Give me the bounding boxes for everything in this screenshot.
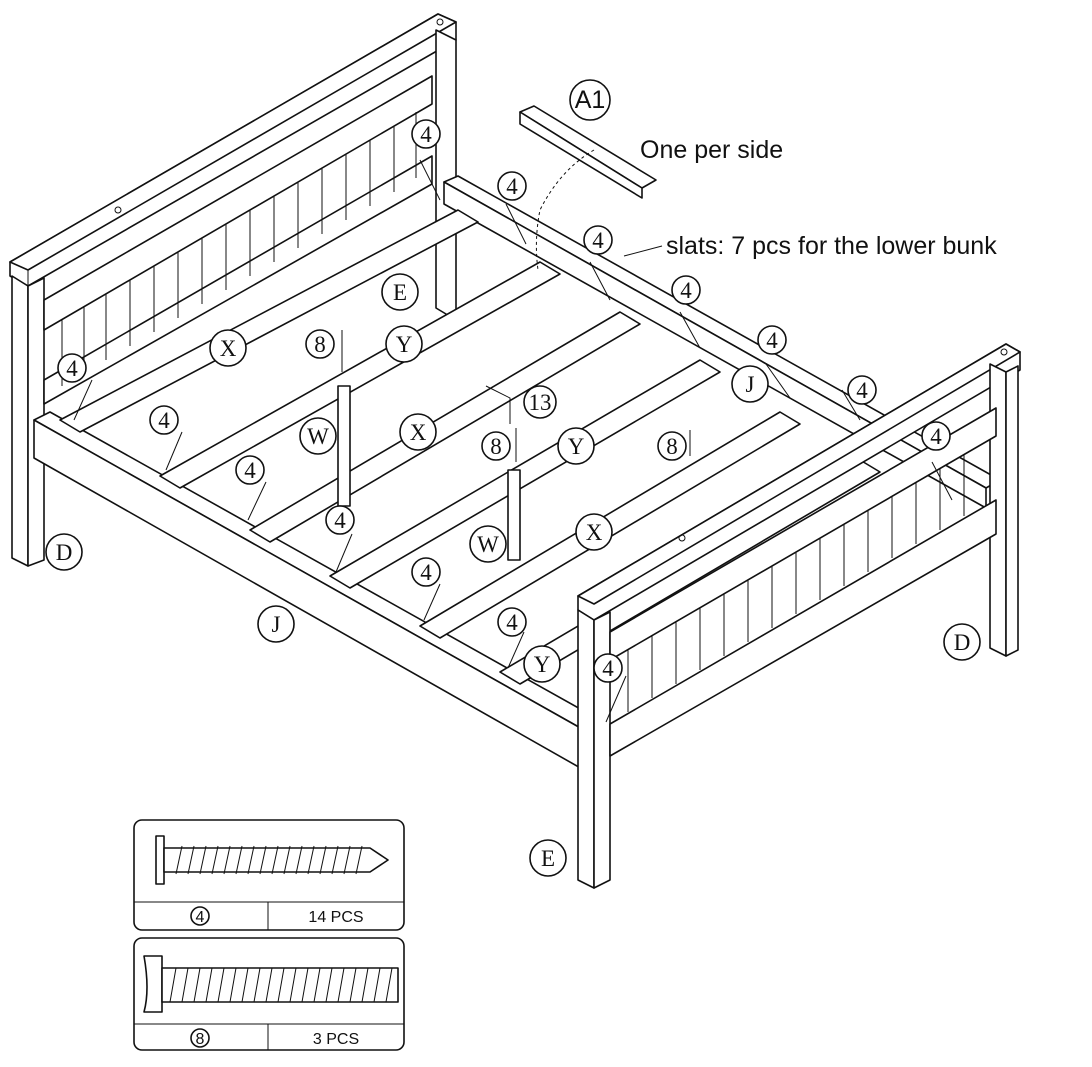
callout-screw4-d: 4 xyxy=(671,275,701,305)
svg-text:4: 4 xyxy=(158,408,170,433)
callout-part-y-1: Y xyxy=(385,325,423,363)
svg-text:4: 4 xyxy=(680,278,692,303)
callout-part-x-2: X xyxy=(399,413,437,451)
callout-screw8-b: 8 xyxy=(481,431,511,461)
callout-screw4-i: 4 xyxy=(149,405,179,435)
svg-text:A1: A1 xyxy=(575,86,606,114)
callout-screw4-k: 4 xyxy=(325,505,355,535)
callout-screw4-m: 4 xyxy=(497,607,527,637)
callout-part-j-front: J xyxy=(257,605,295,643)
svg-text:D: D xyxy=(56,540,73,565)
hardware-qty-8: 3 PCS xyxy=(313,1031,359,1048)
svg-text:Y: Y xyxy=(534,652,551,677)
svg-text:4: 4 xyxy=(420,560,432,585)
svg-text:13: 13 xyxy=(529,390,552,415)
one-per-side-note: One per side xyxy=(640,136,783,164)
callout-screw4-g: 4 xyxy=(921,421,951,451)
callout-screw4-c: 4 xyxy=(583,225,613,255)
callout-part-d-left: D xyxy=(45,533,83,571)
callout-part-w-2: W xyxy=(469,525,507,563)
svg-text:8: 8 xyxy=(490,434,502,459)
slats-note: slats: 7 pcs for the lower bunk xyxy=(666,232,997,260)
svg-text:4: 4 xyxy=(930,424,942,449)
callout-part-y-2: Y xyxy=(557,427,595,465)
hardware-part-8: 8 xyxy=(196,1031,205,1048)
hardware-table: 4 14 PCS xyxy=(133,819,405,1051)
svg-text:W: W xyxy=(477,532,499,557)
svg-text:4: 4 xyxy=(602,656,614,681)
callout-part-x-3: X xyxy=(575,513,613,551)
svg-text:8: 8 xyxy=(314,332,326,357)
center-support xyxy=(337,385,521,561)
svg-text:E: E xyxy=(393,280,407,305)
svg-text:X: X xyxy=(410,420,427,445)
callout-part-x-1: X xyxy=(209,329,247,367)
callout-part-e-back: E xyxy=(381,273,419,311)
callout-part-j-back: J xyxy=(731,365,769,403)
callout-tool13: 13 xyxy=(523,385,557,419)
svg-text:4: 4 xyxy=(506,174,518,199)
machine-bolt-icon xyxy=(143,955,399,1013)
callout-part-d-right: D xyxy=(943,623,981,661)
svg-text:4: 4 xyxy=(856,378,868,403)
svg-text:4: 4 xyxy=(506,610,518,635)
hardware-part-4: 4 xyxy=(196,909,205,926)
callout-a1: A1 xyxy=(569,79,611,121)
svg-text:D: D xyxy=(954,630,971,655)
svg-text:4: 4 xyxy=(420,122,432,147)
svg-text:4: 4 xyxy=(66,356,78,381)
svg-text:X: X xyxy=(220,336,237,361)
svg-text:W: W xyxy=(307,424,329,449)
hardware-row-bolt-8: 8 3 PCS xyxy=(133,937,405,1051)
svg-text:E: E xyxy=(541,846,555,871)
svg-text:4: 4 xyxy=(592,228,604,253)
hardware-row-screw-4: 4 14 PCS xyxy=(133,819,405,931)
callout-screw4-l: 4 xyxy=(411,557,441,587)
callout-part-e-front: E xyxy=(529,839,567,877)
slats xyxy=(59,209,881,685)
callout-screw4-b: 4 xyxy=(497,171,527,201)
hardware-qty-4: 14 PCS xyxy=(308,909,363,926)
callout-screw8-c: 8 xyxy=(657,431,687,461)
callout-screw4-j: 4 xyxy=(235,455,265,485)
svg-text:4: 4 xyxy=(766,328,778,353)
wood-screw-icon xyxy=(155,835,389,885)
footboard xyxy=(577,343,1021,889)
svg-text:X: X xyxy=(586,520,603,545)
svg-text:J: J xyxy=(272,612,281,637)
svg-text:J: J xyxy=(746,372,755,397)
callout-screw4-e: 4 xyxy=(757,325,787,355)
svg-text:Y: Y xyxy=(568,434,585,459)
callout-part-w-1: W xyxy=(299,417,337,455)
callout-screw4-n: 4 xyxy=(593,653,623,683)
svg-text:Y: Y xyxy=(396,332,413,357)
callout-screw8-a: 8 xyxy=(305,329,335,359)
callout-screw4-h: 4 xyxy=(57,353,87,383)
callout-screw4-f: 4 xyxy=(847,375,877,405)
callout-part-y-3: Y xyxy=(523,645,561,683)
svg-text:8: 8 xyxy=(666,434,678,459)
cleat-a1 xyxy=(519,105,657,271)
callout-screw4-a: 4 xyxy=(411,119,441,149)
svg-text:4: 4 xyxy=(334,508,346,533)
screws xyxy=(73,159,953,723)
svg-text:4: 4 xyxy=(244,458,256,483)
